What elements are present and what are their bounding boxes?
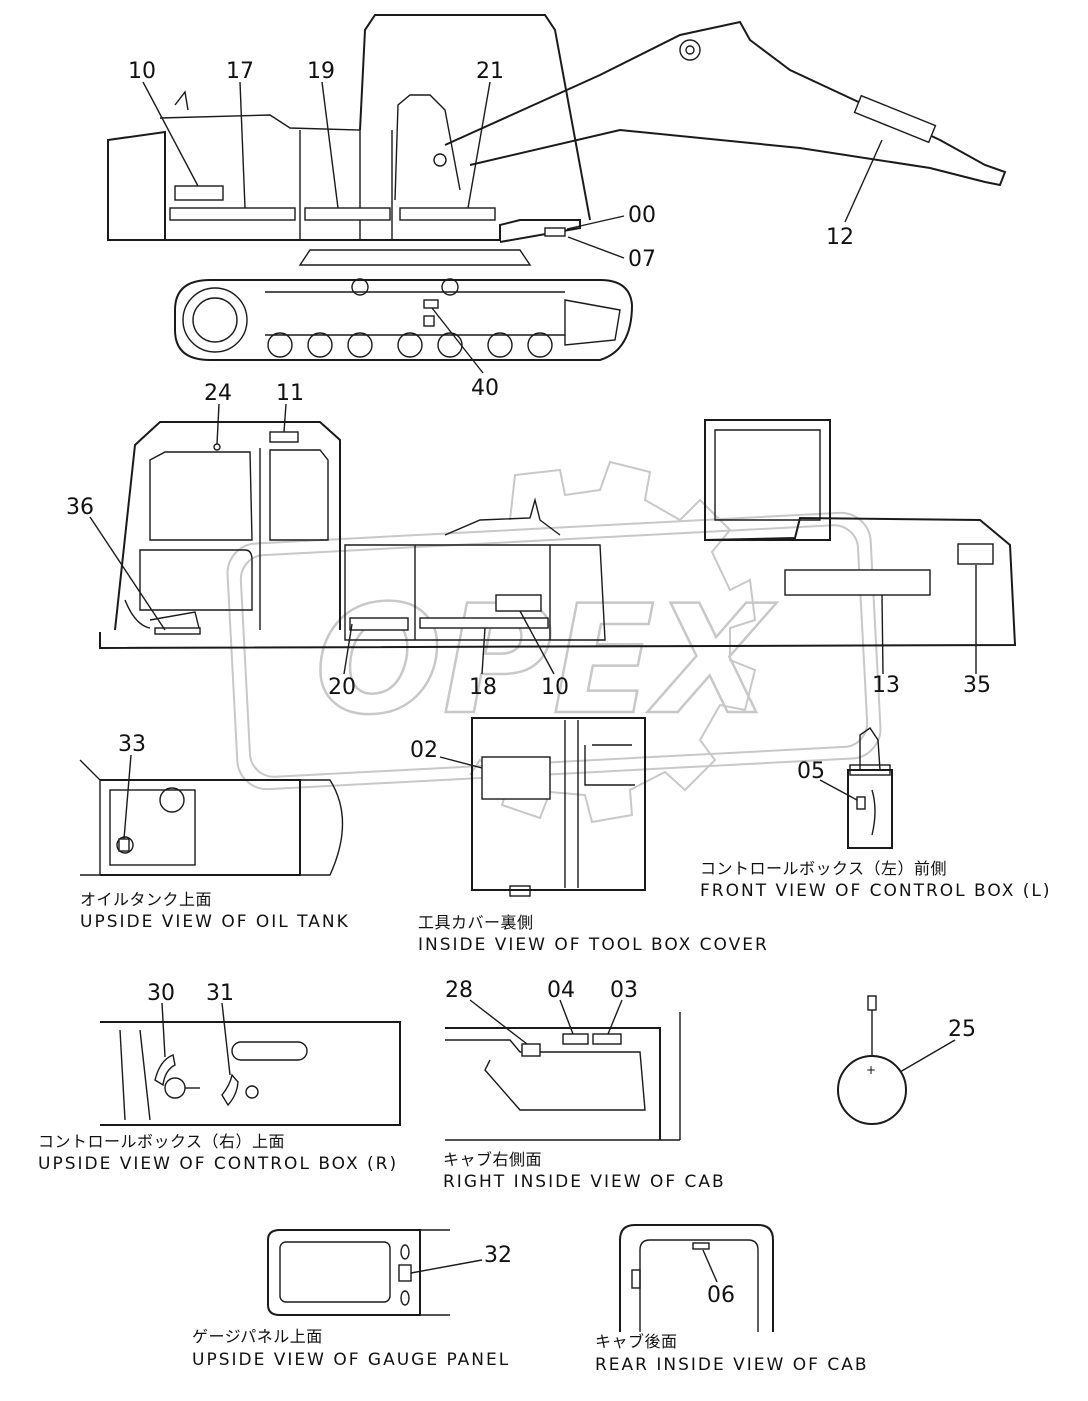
callout-10b: 10 xyxy=(541,675,569,700)
callout-35: 35 xyxy=(963,673,991,698)
callout-04: 04 xyxy=(547,978,575,1003)
decal-13 xyxy=(784,569,931,596)
cab-right-inside-view xyxy=(445,1012,681,1141)
callout-03: 03 xyxy=(610,978,638,1003)
decal-25-tag: + xyxy=(837,995,907,1125)
callout-25: 25 xyxy=(948,1017,976,1042)
caption-control-box-l-en: FRONT VIEW OF CONTROL BOX (L) xyxy=(700,881,1052,901)
gauge-panel-view xyxy=(267,1229,450,1316)
callout-numbers: 10 17 19 21 00 07 12 40 24 11 36 20 18 1… xyxy=(66,59,991,1308)
control-box-left-view xyxy=(847,727,893,849)
callout-20: 20 xyxy=(328,675,356,700)
caption-gauge-panel-en: UPSIDE VIEW OF GAUGE PANEL xyxy=(192,1350,510,1370)
callout-24: 24 xyxy=(204,381,232,406)
callout-13: 13 xyxy=(872,673,900,698)
callout-07: 07 xyxy=(628,247,656,272)
decal-06 xyxy=(692,1242,710,1250)
callout-05: 05 xyxy=(797,759,825,784)
caption-tool-box-jp: 工具カバー裏側 xyxy=(418,913,534,932)
decal-40 xyxy=(423,299,439,309)
caption-cab-right-jp: キャブ右側面 xyxy=(443,1150,542,1169)
decal-11 xyxy=(269,431,299,443)
decal-35 xyxy=(957,543,994,565)
view-captions: オイルタンク上面 UPSIDE VIEW OF OIL TANK 工具カバー裏側… xyxy=(38,859,1052,1375)
callout-17: 17 xyxy=(226,59,254,84)
caption-control-box-r-en: UPSIDE VIEW OF CONTROL BOX (R) xyxy=(38,1154,398,1174)
decal-04 xyxy=(562,1033,589,1045)
decal-03 xyxy=(592,1033,622,1045)
callout-12: 12 xyxy=(826,225,854,250)
decal-32 xyxy=(398,1264,412,1282)
callout-00: 00 xyxy=(628,203,656,228)
caption-cab-rear-en: REAR INSIDE VIEW OF CAB xyxy=(595,1355,869,1375)
callout-28: 28 xyxy=(445,978,473,1003)
callout-06: 06 xyxy=(707,1283,735,1308)
caption-oil-tank-jp: オイルタンク上面 xyxy=(80,890,212,909)
callout-02: 02 xyxy=(410,738,438,763)
caption-gauge-panel-jp: ゲージパネル上面 xyxy=(192,1327,323,1346)
decal-17 xyxy=(169,207,296,221)
callout-10: 10 xyxy=(128,59,156,84)
callout-11: 11 xyxy=(276,381,304,406)
caption-control-box-r-jp: コントロールボックス（右）上面 xyxy=(38,1132,285,1151)
control-box-right-view xyxy=(100,1021,401,1126)
decal-18 xyxy=(419,617,549,629)
decal-28 xyxy=(521,1043,541,1057)
svg-text:+: + xyxy=(866,1063,876,1077)
cab-rear-view xyxy=(619,1224,774,1332)
tool-box-cover-view xyxy=(471,717,646,897)
caption-cab-rear-jp: キャブ後面 xyxy=(595,1332,678,1351)
callout-30: 30 xyxy=(147,981,175,1006)
caption-control-box-l-jp: コントロールボックス（左）前側 xyxy=(700,859,947,878)
callout-18: 18 xyxy=(469,675,497,700)
callout-31: 31 xyxy=(206,981,234,1006)
callout-40: 40 xyxy=(471,376,499,401)
oil-tank-view xyxy=(79,759,344,876)
watermark: OPEX xyxy=(226,460,882,824)
leader-lines xyxy=(89,81,977,1283)
watermark-text: OPEX xyxy=(315,574,777,748)
decal-10 xyxy=(174,185,224,201)
callout-36: 36 xyxy=(66,495,94,520)
decal-02 xyxy=(481,756,551,800)
decal-21 xyxy=(399,207,496,221)
caption-tool-box-en: INSIDE VIEW OF TOOL BOX COVER xyxy=(418,935,769,955)
caption-oil-tank-en: UPSIDE VIEW OF OIL TANK xyxy=(80,912,350,932)
cab-and-frame-view xyxy=(99,419,1017,650)
callout-21: 21 xyxy=(476,59,504,84)
decal-05 xyxy=(856,796,866,810)
decal-36 xyxy=(154,627,201,635)
decal-10b xyxy=(495,594,542,612)
callout-33: 33 xyxy=(118,732,146,757)
callout-19: 19 xyxy=(307,59,335,84)
callout-32: 32 xyxy=(484,1243,512,1268)
decal-19 xyxy=(304,207,391,221)
decal-20 xyxy=(349,617,409,631)
caption-cab-right-en: RIGHT INSIDE VIEW OF CAB xyxy=(443,1172,726,1192)
